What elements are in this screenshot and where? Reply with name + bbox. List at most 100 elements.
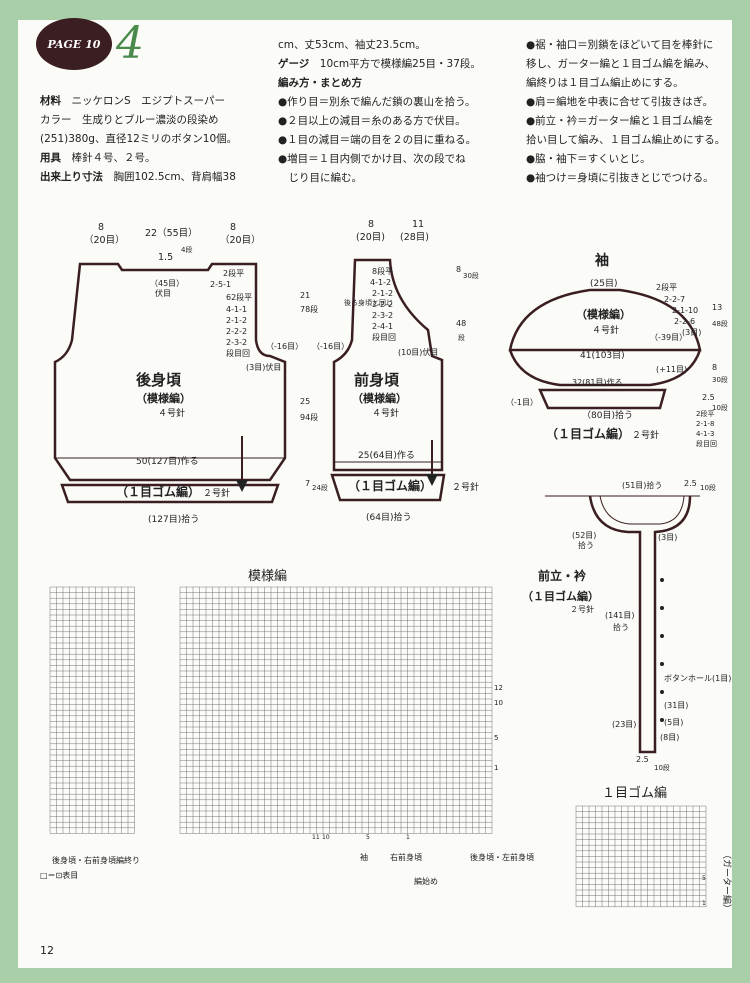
svg-text:（１目ゴム編）: （１目ゴム編） bbox=[116, 484, 200, 499]
svg-text:2-2-2: 2-2-2 bbox=[372, 300, 393, 309]
svg-text:1.5: 1.5 bbox=[158, 252, 173, 263]
rib-chart bbox=[575, 805, 707, 907]
svg-text:8: 8 bbox=[456, 265, 461, 274]
svg-text:拾う: 拾う bbox=[578, 540, 594, 550]
page-badge: PAGE 10 bbox=[36, 18, 112, 70]
sleeve-labels: 袖 (25目) （模様編） ４号針 2段平 2-2-7 2-1-10 2-2-6… bbox=[506, 252, 728, 448]
svg-text:10: 10 bbox=[494, 699, 503, 707]
svg-text:13: 13 bbox=[712, 303, 722, 312]
band-diagram bbox=[545, 495, 700, 754]
svg-text:5: 5 bbox=[494, 734, 498, 742]
svg-text:5: 5 bbox=[702, 875, 706, 882]
svg-text:48段: 48段 bbox=[712, 319, 728, 328]
svg-text:2.5: 2.5 bbox=[684, 479, 697, 488]
svg-text:4-1-2: 4-1-2 bbox=[370, 278, 391, 287]
svg-text:後身頃・右前身頃編終り: 後身頃・右前身頃編終り bbox=[52, 855, 140, 865]
svg-text:62段平: 62段平 bbox=[226, 292, 252, 302]
svg-text:21: 21 bbox=[300, 291, 310, 300]
svg-text:後身頃・左前身頃: 後身頃・左前身頃 bbox=[470, 852, 534, 862]
svg-text:30段: 30段 bbox=[463, 271, 479, 280]
svg-text:22（55目）: 22（55目） bbox=[145, 227, 198, 239]
svg-text:前立・衿: 前立・衿 bbox=[538, 568, 586, 583]
svg-text:7: 7 bbox=[305, 479, 310, 488]
svg-text:（１目ゴム編）: （１目ゴム編） bbox=[348, 478, 432, 493]
svg-text:伏目: 伏目 bbox=[155, 288, 171, 298]
svg-text:(3目): (3目) bbox=[682, 328, 701, 337]
svg-text:(5目): (5目) bbox=[664, 718, 683, 727]
svg-text:（-39目）: （-39目） bbox=[650, 333, 687, 342]
svg-text:2段平: 2段平 bbox=[696, 409, 714, 418]
svg-text:2-1-8: 2-1-8 bbox=[696, 420, 714, 428]
front-diagram bbox=[330, 258, 446, 502]
pattern-number: 4 bbox=[116, 18, 144, 69]
chart-labels: 模様編 後身頃・右前身頃編終り □＝⊡表目 袖 右前身頃 後身頃・左前身頃 編始… bbox=[40, 568, 534, 886]
svg-text:2-3-2: 2-3-2 bbox=[226, 338, 247, 347]
svg-text:（-1目）: （-1目） bbox=[506, 398, 538, 407]
svg-text:2.5: 2.5 bbox=[636, 755, 649, 764]
svg-text:４号針: ４号針 bbox=[158, 407, 185, 419]
svg-text:11: 11 bbox=[412, 219, 424, 230]
svg-text:（20目）: （20目） bbox=[220, 234, 261, 246]
svg-text:(52目): (52目) bbox=[572, 531, 596, 540]
svg-text:10: 10 bbox=[322, 834, 330, 841]
back-labels: 8 （20目） 22（55目） 8 （20目） 1.5 4段 2段平 2-5-1… bbox=[84, 222, 328, 525]
svg-text:2-3-2: 2-3-2 bbox=[372, 311, 393, 320]
svg-text:（45目）: （45目） bbox=[150, 279, 184, 288]
svg-text:（80目)拾う: （80目)拾う bbox=[582, 409, 633, 421]
svg-text:94段: 94段 bbox=[300, 412, 318, 422]
svg-text:２号針: ２号針 bbox=[452, 481, 479, 493]
svg-text:2-5-1: 2-5-1 bbox=[210, 280, 231, 289]
front-labels: 8 (20目) 11 (28目) 8段平 4-1-2 2-1-2 2-2-2 2… bbox=[312, 219, 479, 523]
svg-text:(141目): (141目) bbox=[605, 611, 635, 620]
svg-text:後身頃: 後身頃 bbox=[135, 371, 182, 389]
svg-text:2段平: 2段平 bbox=[656, 282, 677, 292]
materials-block: 材料 ニッケロンS エジプトスーパー カラー 生成りとブルー濃淡の段染め (25… bbox=[40, 95, 238, 183]
svg-text:袖: 袖 bbox=[360, 852, 368, 862]
svg-text:2-1-2: 2-1-2 bbox=[226, 316, 247, 325]
svg-text:(+11目): (+11目) bbox=[656, 365, 687, 374]
svg-text:（模様編）: （模様編） bbox=[352, 391, 407, 405]
svg-text:48: 48 bbox=[456, 319, 466, 328]
band-buttonholes bbox=[660, 578, 664, 722]
svg-text:50(127目)作る: 50(127目)作る bbox=[136, 455, 199, 467]
svg-text:25(64目)作る: 25(64目)作る bbox=[358, 449, 415, 461]
svg-text:段目回: 段目回 bbox=[372, 332, 396, 342]
svg-text:（模様編）: （模様編） bbox=[136, 391, 191, 405]
svg-text:(20目): (20目) bbox=[356, 232, 385, 243]
svg-text:２号針: ２号針 bbox=[570, 604, 594, 614]
svg-text:１目ゴム編: １目ゴム編 bbox=[602, 785, 667, 801]
stitch-chart bbox=[49, 586, 493, 834]
svg-text:４号針: ４号針 bbox=[372, 407, 399, 419]
back-diagram bbox=[53, 262, 287, 504]
svg-text:32(81目)作る: 32(81目)作る bbox=[572, 377, 623, 387]
svg-text:8段平: 8段平 bbox=[372, 266, 393, 276]
svg-text:10段: 10段 bbox=[700, 483, 716, 492]
svg-text:（-16目）: （-16目） bbox=[266, 342, 303, 351]
svg-text:（１目ゴム編）: （１目ゴム編） bbox=[522, 589, 599, 603]
svg-text:(127目)拾う: (127目)拾う bbox=[148, 513, 199, 525]
svg-text:２号針: ２号針 bbox=[632, 429, 659, 441]
sleeve-diagram bbox=[508, 288, 702, 410]
svg-text:2-2-6: 2-2-6 bbox=[674, 317, 695, 326]
svg-text:41(103目): 41(103目) bbox=[580, 350, 625, 361]
svg-text:(64目)拾う: (64目)拾う bbox=[366, 511, 411, 523]
svg-text:30段: 30段 bbox=[712, 375, 728, 384]
svg-text:右前身頃: 右前身頃 bbox=[390, 852, 422, 862]
page-number: 12 bbox=[40, 944, 54, 957]
svg-text:25: 25 bbox=[300, 397, 310, 406]
svg-text:後ろ身頃と同じ: 後ろ身頃と同じ bbox=[344, 298, 393, 307]
svg-text:(51目)拾う: (51目)拾う bbox=[622, 480, 662, 490]
svg-text:(28目): (28目) bbox=[400, 232, 429, 243]
svg-text:４号針: ４号針 bbox=[592, 324, 619, 336]
svg-text:□＝⊡表目: □＝⊡表目 bbox=[40, 870, 78, 880]
svg-text:4段: 4段 bbox=[181, 245, 192, 254]
svg-text:4-1-3: 4-1-3 bbox=[696, 430, 714, 438]
svg-text:5: 5 bbox=[366, 834, 370, 841]
svg-text:10段: 10段 bbox=[654, 763, 670, 772]
svg-text:段: 段 bbox=[458, 333, 465, 342]
svg-text:(23目): (23目) bbox=[612, 720, 636, 729]
svg-text:(10目)伏目: (10目)伏目 bbox=[398, 347, 438, 357]
svg-text:2-1-10: 2-1-10 bbox=[672, 306, 698, 315]
svg-text:2-4-1: 2-4-1 bbox=[372, 322, 393, 331]
